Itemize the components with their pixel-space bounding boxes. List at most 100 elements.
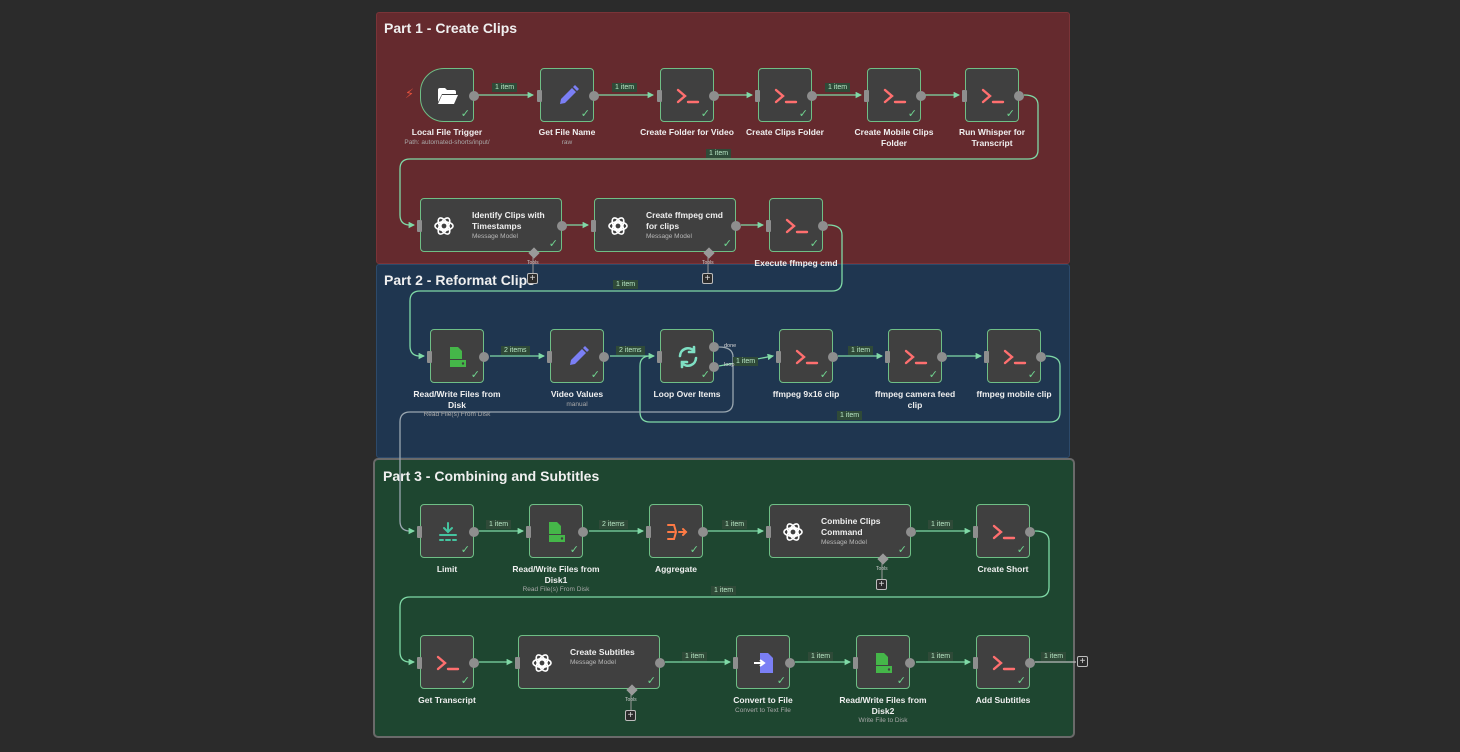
add-tool-button[interactable]: + <box>527 273 538 284</box>
input-handle[interactable] <box>755 90 760 102</box>
node-create-short[interactable]: ✓ <box>973 504 1035 558</box>
node-create-mobile-clips-folder[interactable]: ✓ <box>864 68 926 122</box>
output-handle[interactable] <box>731 221 741 231</box>
add-tool-button[interactable]: + <box>876 579 887 590</box>
input-handle[interactable] <box>776 351 781 363</box>
add-tool-button[interactable]: + <box>625 710 636 721</box>
connection-label: 1 item <box>808 652 834 661</box>
input-handle[interactable] <box>646 526 651 538</box>
output-handle[interactable] <box>1025 527 1035 537</box>
file-disk-icon <box>431 330 485 384</box>
input-handle[interactable] <box>417 526 422 538</box>
input-handle[interactable] <box>537 90 542 102</box>
file-disk-icon <box>857 636 911 690</box>
input-handle[interactable] <box>515 657 520 669</box>
output-handle[interactable] <box>1014 91 1024 101</box>
input-handle[interactable] <box>657 351 662 363</box>
node-label: Get File Name <box>538 127 596 137</box>
output-handle[interactable] <box>1025 658 1035 668</box>
aggregate-icon <box>650 505 704 559</box>
output-handle[interactable] <box>589 91 599 101</box>
input-handle[interactable] <box>853 657 858 669</box>
node-local-file-trigger[interactable]: ✓ <box>420 68 479 123</box>
folder-open-icon <box>421 69 475 123</box>
output-handle[interactable] <box>469 527 479 537</box>
pencil-icon <box>551 330 605 384</box>
node-create-clips-folder[interactable]: ✓ <box>755 68 817 122</box>
node-get-file-name[interactable]: ✓ <box>537 68 599 122</box>
node-run-whisper[interactable]: ✓ <box>962 68 1024 122</box>
node-read-write-files-1[interactable]: ✓ <box>526 504 588 559</box>
input-handle[interactable] <box>657 90 662 102</box>
node-execute-ffmpeg[interactable]: ✓ <box>766 198 828 252</box>
input-handle[interactable] <box>733 657 738 669</box>
output-handle[interactable] <box>807 91 817 101</box>
output-handle[interactable] <box>1036 352 1046 362</box>
output-handle[interactable] <box>557 221 567 231</box>
node-read-write-files[interactable]: ✓ <box>427 329 489 384</box>
node-read-write-files-2[interactable]: ✓ <box>853 635 915 690</box>
output-handle[interactable] <box>655 658 665 668</box>
connection-label: 1 item <box>722 520 748 529</box>
output-handle[interactable] <box>916 91 926 101</box>
node-ffmpeg-9x16-clip[interactable]: ✓ <box>776 329 838 383</box>
input-handle[interactable] <box>766 526 771 538</box>
output-handle-loop[interactable] <box>709 362 719 372</box>
output-handle[interactable] <box>599 352 609 362</box>
output-handle[interactable] <box>479 352 489 362</box>
connection-label: 2 items <box>501 346 530 355</box>
success-check-icon: ✓ <box>460 108 470 120</box>
node-get-transcript[interactable]: ✓ <box>417 635 479 689</box>
input-handle[interactable] <box>885 351 890 363</box>
output-handle[interactable] <box>785 658 795 668</box>
output-handle[interactable] <box>818 221 828 231</box>
add-tool-button[interactable]: + <box>702 273 713 284</box>
input-handle[interactable] <box>547 351 552 363</box>
node-create-folder-for-video[interactable]: ✓ <box>657 68 719 122</box>
terminal-icon <box>889 330 943 384</box>
openai-icon <box>421 199 467 253</box>
input-handle[interactable] <box>427 351 432 363</box>
node-convert-to-file[interactable]: ✓ <box>733 635 795 689</box>
node-aggregate[interactable]: ✓ <box>646 504 708 559</box>
input-handle[interactable] <box>984 351 989 363</box>
input-handle[interactable] <box>864 90 869 102</box>
input-handle[interactable] <box>417 657 422 669</box>
input-handle[interactable] <box>962 90 967 102</box>
node-limit[interactable]: ✓ <box>417 504 479 558</box>
openai-icon <box>519 636 565 690</box>
output-handle[interactable] <box>698 527 708 537</box>
output-handle-done[interactable] <box>709 342 719 352</box>
output-handle[interactable] <box>469 658 479 668</box>
node-label: Create Clips Folder <box>746 127 824 137</box>
input-handle[interactable] <box>526 526 531 538</box>
file-disk-icon <box>530 505 584 559</box>
input-handle[interactable] <box>417 220 422 232</box>
node-subtitle: Convert to Text File <box>735 707 791 714</box>
connection-label: 1 item <box>613 280 639 289</box>
input-handle[interactable] <box>766 220 771 232</box>
output-handle[interactable] <box>828 352 838 362</box>
success-check-icon: ✓ <box>470 369 480 381</box>
output-handle[interactable] <box>578 527 588 537</box>
add-node-button[interactable]: + <box>1077 656 1088 667</box>
node-ffmpeg-mobile-clip[interactable]: ✓ <box>984 329 1046 383</box>
node-add-subtitles[interactable]: ✓ <box>973 635 1035 689</box>
output-handle[interactable] <box>905 658 915 668</box>
output-handle[interactable] <box>469 91 479 101</box>
input-handle[interactable] <box>591 220 596 232</box>
tools-label: Tools <box>527 260 539 266</box>
output-handle[interactable] <box>937 352 947 362</box>
connection-label: 1 item <box>612 83 638 92</box>
node-video-values[interactable]: ✓ <box>547 329 609 384</box>
node-ffmpeg-camera-feed-clip[interactable]: ✓ <box>885 329 947 384</box>
input-handle[interactable] <box>973 657 978 669</box>
node-loop-over-items[interactable]: ✓ <box>657 329 719 383</box>
output-handle[interactable] <box>906 527 916 537</box>
output-handle[interactable] <box>709 91 719 101</box>
input-handle[interactable] <box>973 526 978 538</box>
